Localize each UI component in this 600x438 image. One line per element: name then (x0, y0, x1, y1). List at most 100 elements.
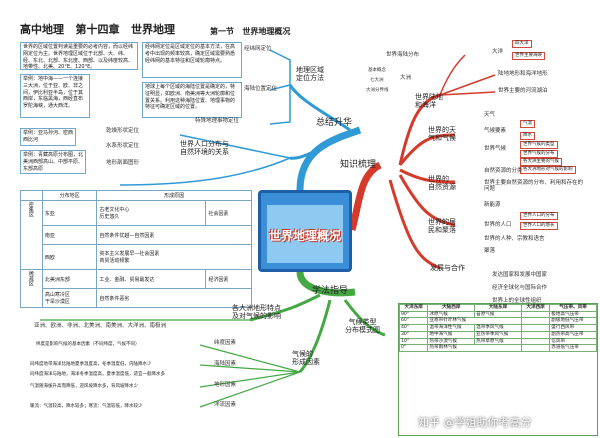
people-population: 世界的人口 (484, 222, 512, 228)
example-landforms: 举例：青藏高原分布图，北美洲西部高山、中部平原、东部高原 (20, 150, 86, 174)
development-countries: 发达国家和发展中国家 (492, 272, 548, 278)
header-title: 高中地理 第十四章 世界地理 (20, 23, 175, 37)
climate-precip: 降水 (520, 132, 535, 141)
land-sea-node: 世界陆地 和海洋 (415, 93, 443, 110)
chart-cell: 热带草原气候 (474, 337, 522, 346)
table-header-cause: 形成原因 (96, 190, 252, 201)
header-topic: 世界地理概况 (242, 27, 291, 36)
climate-continents: 各大洲主要的气候 (520, 158, 562, 167)
chart-lat: 0° (398, 344, 429, 353)
land-sea-rivers: 世界主要的河流湖泊 (498, 88, 548, 94)
header-section: 第一节 (210, 27, 234, 36)
chart-header: 大洋东岸 (398, 304, 429, 312)
watermark: 知乎 @学姐助你考高分 (418, 416, 532, 429)
note-terrain: 气温随海拔升高而降低，迎风坡降水多，背风坡降水少 (30, 384, 138, 389)
factor-terrain: 地形因素 (214, 382, 237, 388)
factor-latitude: 纬度因素 (214, 340, 237, 346)
resources-new-energy: 新能源 (484, 202, 501, 208)
chart-zone: 信风带 (549, 337, 597, 346)
chart-cell: 热带雨林气候 (427, 344, 522, 353)
chart-lat: 90° (398, 310, 429, 319)
chart-cell: 苔原气候 (474, 310, 522, 319)
table-header-region: 分布地区 (41, 190, 98, 201)
climate-types: 世界气候的类型 (520, 141, 558, 150)
header-course: 高中地理 (20, 23, 64, 36)
table-cell-region: 北美洲东部 (41, 269, 98, 289)
branch-knowledge: 知识梳理 (340, 160, 377, 170)
shape-arid-label: 乾燥形状定位 (106, 128, 140, 134)
method-special-label: 特殊地理事物定位 (195, 118, 240, 124)
chart-zone: 副极地低气压带 (549, 317, 597, 326)
development-node: 发展与合作 (430, 264, 465, 272)
land-sea-landforms: 陆地地形和海洋地形 (498, 71, 548, 77)
grid-method-note: 经纬网定位是区域定位的基本方法，在高考中出现的频率较高，确定区域需要熟悉经纬网的… (142, 42, 242, 78)
table-group-sparse: 稀疏区 (20, 269, 43, 308)
table-cell-cause: 古老文化中心 历史悠久 (96, 200, 207, 226)
chart-zone: 赤道低气压带 (549, 344, 597, 353)
chart-zone: 极地高气压带 (549, 310, 597, 319)
population-growth: 世界人口的增长 (520, 222, 558, 231)
table-cell-factor: 经济因素 (205, 269, 252, 289)
note-current: 暖流：气温较高，降水较多；寒流：气温较低，降水较少 (30, 404, 143, 409)
chart-cell: 温带海洋性气候 (427, 324, 476, 332)
table-cell-region: 东亚 (41, 200, 98, 226)
chart-lat: 60° (398, 317, 429, 326)
chart-cell: 亚热带季风气候 (474, 330, 522, 339)
header-book: 世界地理 (131, 23, 175, 36)
table-cell-region: 南亚 (41, 225, 98, 245)
table-cell-region: 西欧 (41, 244, 98, 270)
development-globalization: 经济全球化与国际合作 (492, 285, 548, 291)
summary-intro-box: 世界的区域位置判读是重要的必考内容，而以经纬网定位为主。世界地理区域位于北部、大… (20, 42, 138, 70)
continents-list: 亚洲、欧洲、非洲、北美洲、南美洲、大洋洲、南极洲 (34, 323, 167, 329)
shape-profile-label: 地形剖面图形 (106, 160, 140, 166)
continent-seven: 七大洲 (370, 78, 384, 83)
resources-distribution: 世界主要自然资源的分布、利用和存在的问题 (484, 180, 584, 193)
resources-classification: 自然资源的分类 (484, 168, 523, 174)
climate-model-chart: 大洋东岸 大陆西岸 大陆东岸 大洋西岸 气压带、风带 90° 冰原气候 苔原气候… (398, 303, 598, 436)
ocean-label: 大洋 (492, 49, 504, 55)
chart-cell: 温带季风气候 (474, 324, 522, 332)
table-cell-region: 高山寒冷区 干旱沙漠区 (41, 288, 98, 308)
land-sea-distribution: 世界海陆分布 (386, 52, 420, 58)
table-header-blank (20, 190, 43, 201)
method-grid-label: 经纬网定位 (244, 46, 272, 52)
factor-current: 洋流因素 (214, 402, 237, 408)
people-race-religion: 世界的人种、宗教和语言 (484, 236, 545, 242)
table-cell-factor: 社会因素 (205, 200, 252, 226)
climate-temp: 气温 (520, 120, 535, 129)
world-map-image (267, 205, 343, 263)
chart-lat: 30° (398, 330, 429, 339)
climate-distribution: 世界气候的分布 (520, 150, 558, 159)
example-mediterranean: 举例：地中海——一个连接三大洲，位于亚、欧、非之间，伊比利亚半岛，位于其西岸，东… (20, 74, 90, 118)
chart-header: 大洋西岸 (520, 304, 551, 312)
climate-elements-item: 气候要素 (484, 128, 507, 134)
population-distribution: 世界人口的分布 (520, 212, 558, 221)
table-cell-cause: 工业、金融、贸易最发达 (96, 269, 207, 289)
climate-factor-node: 气候的 形成因素 (292, 350, 320, 367)
header-chapter: 第十四章 (75, 23, 120, 36)
weather-item: 天气 (484, 112, 496, 118)
continent-basic: 基本概念 (368, 68, 386, 73)
population-table: 分布地区 形成原因 密集区 东亚 古老文化中心 历史悠久 社会因素 南亚 自然条… (20, 190, 252, 308)
climate-landform-effect: 各大洲地形对气候的影响 (520, 166, 576, 175)
landform-node: 各大洲地形特点 及对气候的影响 (232, 304, 281, 321)
people-settlement: 聚落 (484, 248, 496, 254)
location-method-node: 地理区域 定位方法 (296, 66, 324, 83)
header-section-line: 第一节 世界地理概况 (210, 27, 290, 36)
chart-cell: 地中海气候 (427, 330, 476, 339)
chart-zone: 副热带高气压带 (549, 330, 597, 339)
chart-cell: 热带沙漠气候 (427, 337, 476, 346)
branch-method: 学法指导 (312, 286, 349, 296)
table-cell-cause: 资本主义发展早—社会因素 商贸活动频繁 (96, 244, 252, 270)
continent-border: 大洲分界线 (366, 88, 389, 93)
climate-model-node: 气候类型 分布模式图 (345, 318, 380, 335)
factor-land-sea: 海陆因素 (214, 361, 237, 367)
ocean-straits: 世界主要海峡 (512, 52, 545, 61)
people-node: 世界的居 民和聚落 (428, 218, 456, 235)
center-title: 世界地理概况 (268, 229, 341, 243)
ocean-four: 四大洋 (512, 40, 532, 49)
continent-label: 大洲 (400, 75, 412, 81)
chart-cell: 冰原气候 (427, 310, 476, 319)
branch-summary: 总结升华 (316, 118, 353, 128)
